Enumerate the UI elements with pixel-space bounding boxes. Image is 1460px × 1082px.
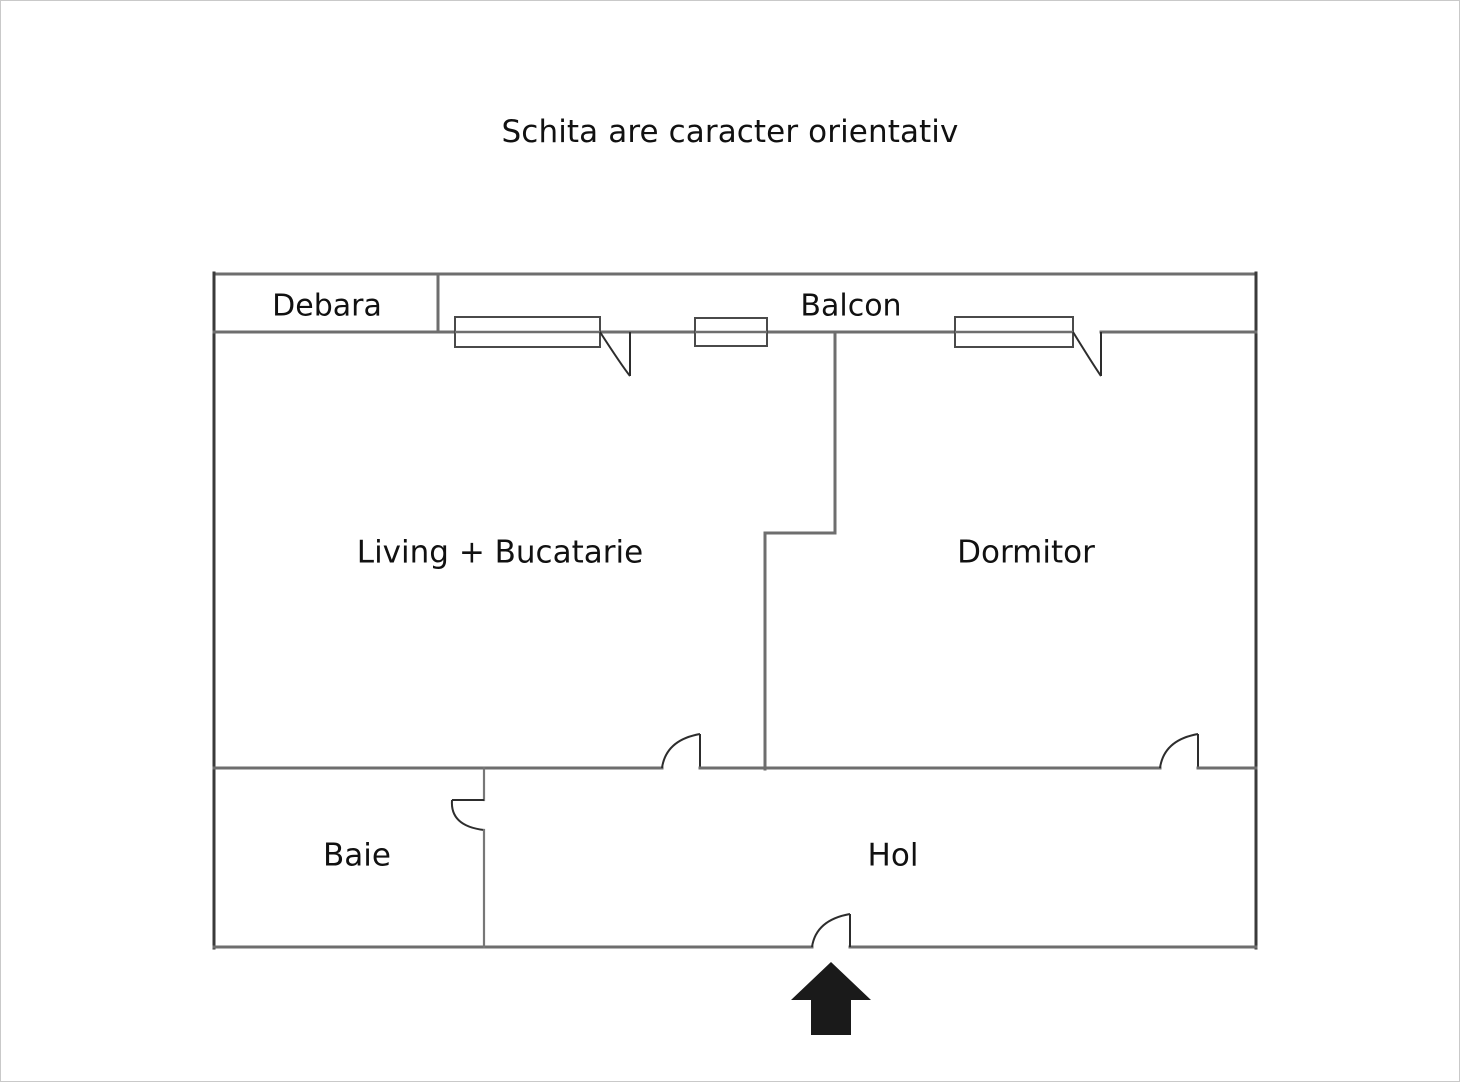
door-living-hol-swing-arc bbox=[661, 733, 701, 769]
balcony-door-right-swing-arc bbox=[1072, 331, 1102, 377]
entrance-arrow-icon bbox=[791, 962, 871, 1035]
page-title: Schita are caracter orientativ bbox=[501, 114, 959, 150]
room-label-hol: Hol bbox=[868, 838, 919, 874]
door-baie-swing-arc bbox=[450, 799, 485, 831]
room-label-balcon: Balcon bbox=[800, 289, 901, 324]
room-label-living-bucatarie: Living + Bucatarie bbox=[357, 535, 643, 571]
room-label-dormitor: Dormitor bbox=[957, 535, 1095, 571]
room-label-debara: Debara bbox=[272, 289, 382, 324]
door-entrance-swing-arc bbox=[811, 913, 851, 948]
balcony-door-left-swing-arc bbox=[599, 331, 631, 377]
room-label-baie: Baie bbox=[323, 838, 391, 874]
door-dormitor-hol-swing-arc bbox=[1159, 733, 1199, 769]
